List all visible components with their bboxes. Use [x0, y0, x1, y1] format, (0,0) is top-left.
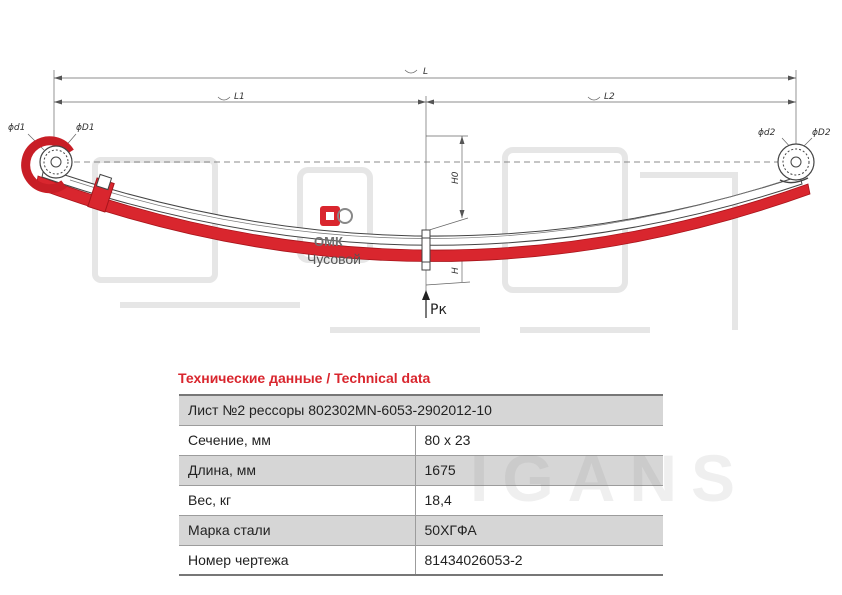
- load-label: Pк: [430, 302, 447, 318]
- dim-label-d1: ϕd1: [8, 123, 25, 133]
- table-row: Номер чертежа 81434026053-2: [179, 544, 663, 576]
- row-value: 80 x 23: [415, 424, 663, 456]
- logo-brand: ОМК: [314, 234, 343, 249]
- table-title: Технические данные / Technical data: [178, 370, 431, 386]
- table-row: Вес, кг 18,4: [179, 484, 663, 516]
- spring-leaf-red: [35, 175, 811, 262]
- omk-logo: ОМК Чусовой: [307, 206, 361, 267]
- spring-drawing: L L1 L2 ϕd1 ϕD1 ϕd2 ϕD2 H0 H Pк ОМК Чус: [8, 67, 831, 333]
- row-label: Сечение, мм: [179, 424, 416, 456]
- dim-label-D2: ϕD2: [812, 128, 831, 138]
- row-label: Вес, кг: [179, 484, 416, 516]
- row-label: Номер чертежа: [179, 544, 416, 576]
- dimension-arrows: [54, 75, 796, 218]
- table-row: Сечение, мм 80 x 23: [179, 424, 663, 456]
- row-label: Марка стали: [179, 514, 416, 546]
- right-eye-bushing: [782, 148, 810, 176]
- left-eye-bushing: [43, 149, 69, 175]
- row-value: 18,4: [415, 484, 663, 516]
- table-header-row: Лист №2 рессоры 802302MN-6053-2902012-10: [179, 394, 663, 426]
- rebound-clamp: [87, 173, 115, 213]
- dimension-lines: [27, 69, 813, 305]
- dim-label-L1: L1: [234, 92, 245, 102]
- left-eye-inner: [50, 156, 62, 168]
- dim-label-L2: L2: [604, 92, 615, 102]
- row-label: Длина, мм: [179, 454, 416, 486]
- dim-label-d2: ϕd2: [758, 128, 776, 138]
- dim-label-H: H: [451, 267, 461, 274]
- spec-table: Лист №2 рессоры 802302MN-6053-2902012-10…: [179, 394, 663, 576]
- dim-label-L: L: [423, 67, 428, 77]
- right-eye-leaf-end: [779, 177, 809, 184]
- logo-sub: Чусовой: [307, 251, 361, 267]
- row-value: 81434026053-2: [415, 544, 663, 576]
- left-eye-wrapper: [21, 136, 74, 194]
- row-value: 1675: [415, 454, 663, 486]
- right-eye-inner: [790, 156, 802, 168]
- row-value: 50ХГФА: [415, 514, 663, 546]
- spring-leaf-main: [41, 167, 803, 246]
- dim-label-D1: ϕD1: [76, 123, 95, 133]
- table-row: Марка стали 50ХГФА: [179, 514, 663, 546]
- table-header: Лист №2 рессоры 802302MN-6053-2902012-10: [179, 394, 663, 426]
- table-row: Длина, мм 1675: [179, 454, 663, 486]
- dim-label-H0: H0: [451, 171, 461, 184]
- load-arrow: [422, 290, 430, 318]
- center-bolt: [421, 229, 431, 271]
